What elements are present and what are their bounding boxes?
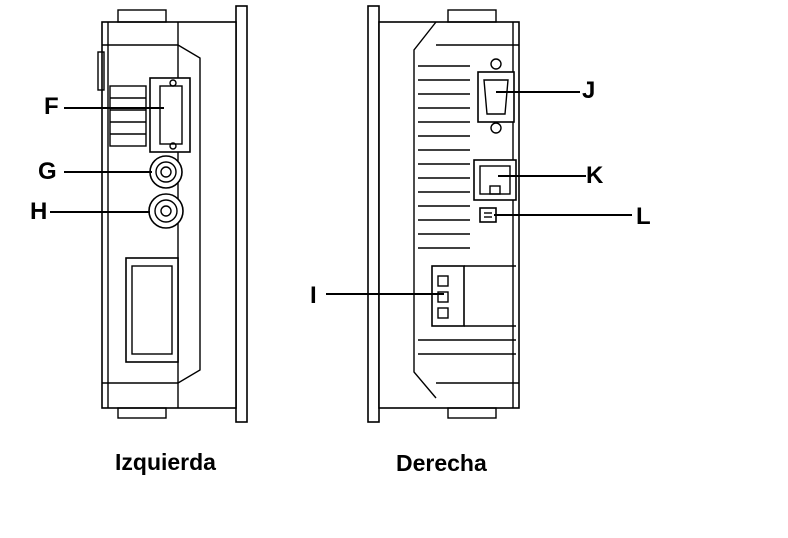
round-connector-g	[149, 155, 183, 189]
right-side-view: J K L I Derecha	[310, 5, 651, 476]
ethernet-port	[473, 159, 517, 201]
callout-label-k: K	[586, 162, 604, 189]
round-connector-h	[148, 193, 184, 229]
dip-switch	[479, 207, 497, 223]
callout-label-f: F	[44, 93, 59, 120]
callout-label-h: H	[30, 198, 47, 225]
left-vent-grille	[109, 85, 147, 147]
callout-label-l: L	[636, 203, 651, 230]
dsub-serial-port	[477, 58, 515, 134]
callout-label-j: J	[582, 77, 595, 104]
callout-label-g: G	[38, 158, 57, 185]
left-front-bezel	[235, 5, 248, 423]
caption-right: Derecha	[396, 450, 487, 476]
power-terminal-block	[431, 265, 516, 327]
left-side-view: F G H Izquierda	[30, 5, 248, 475]
card-slot-port	[149, 77, 191, 153]
lower-side-cutout	[125, 257, 179, 363]
caption-left: Izquierda	[115, 449, 216, 475]
right-front-bezel	[367, 5, 380, 423]
right-vent-grille	[418, 65, 516, 355]
callout-label-i: I	[310, 282, 317, 309]
